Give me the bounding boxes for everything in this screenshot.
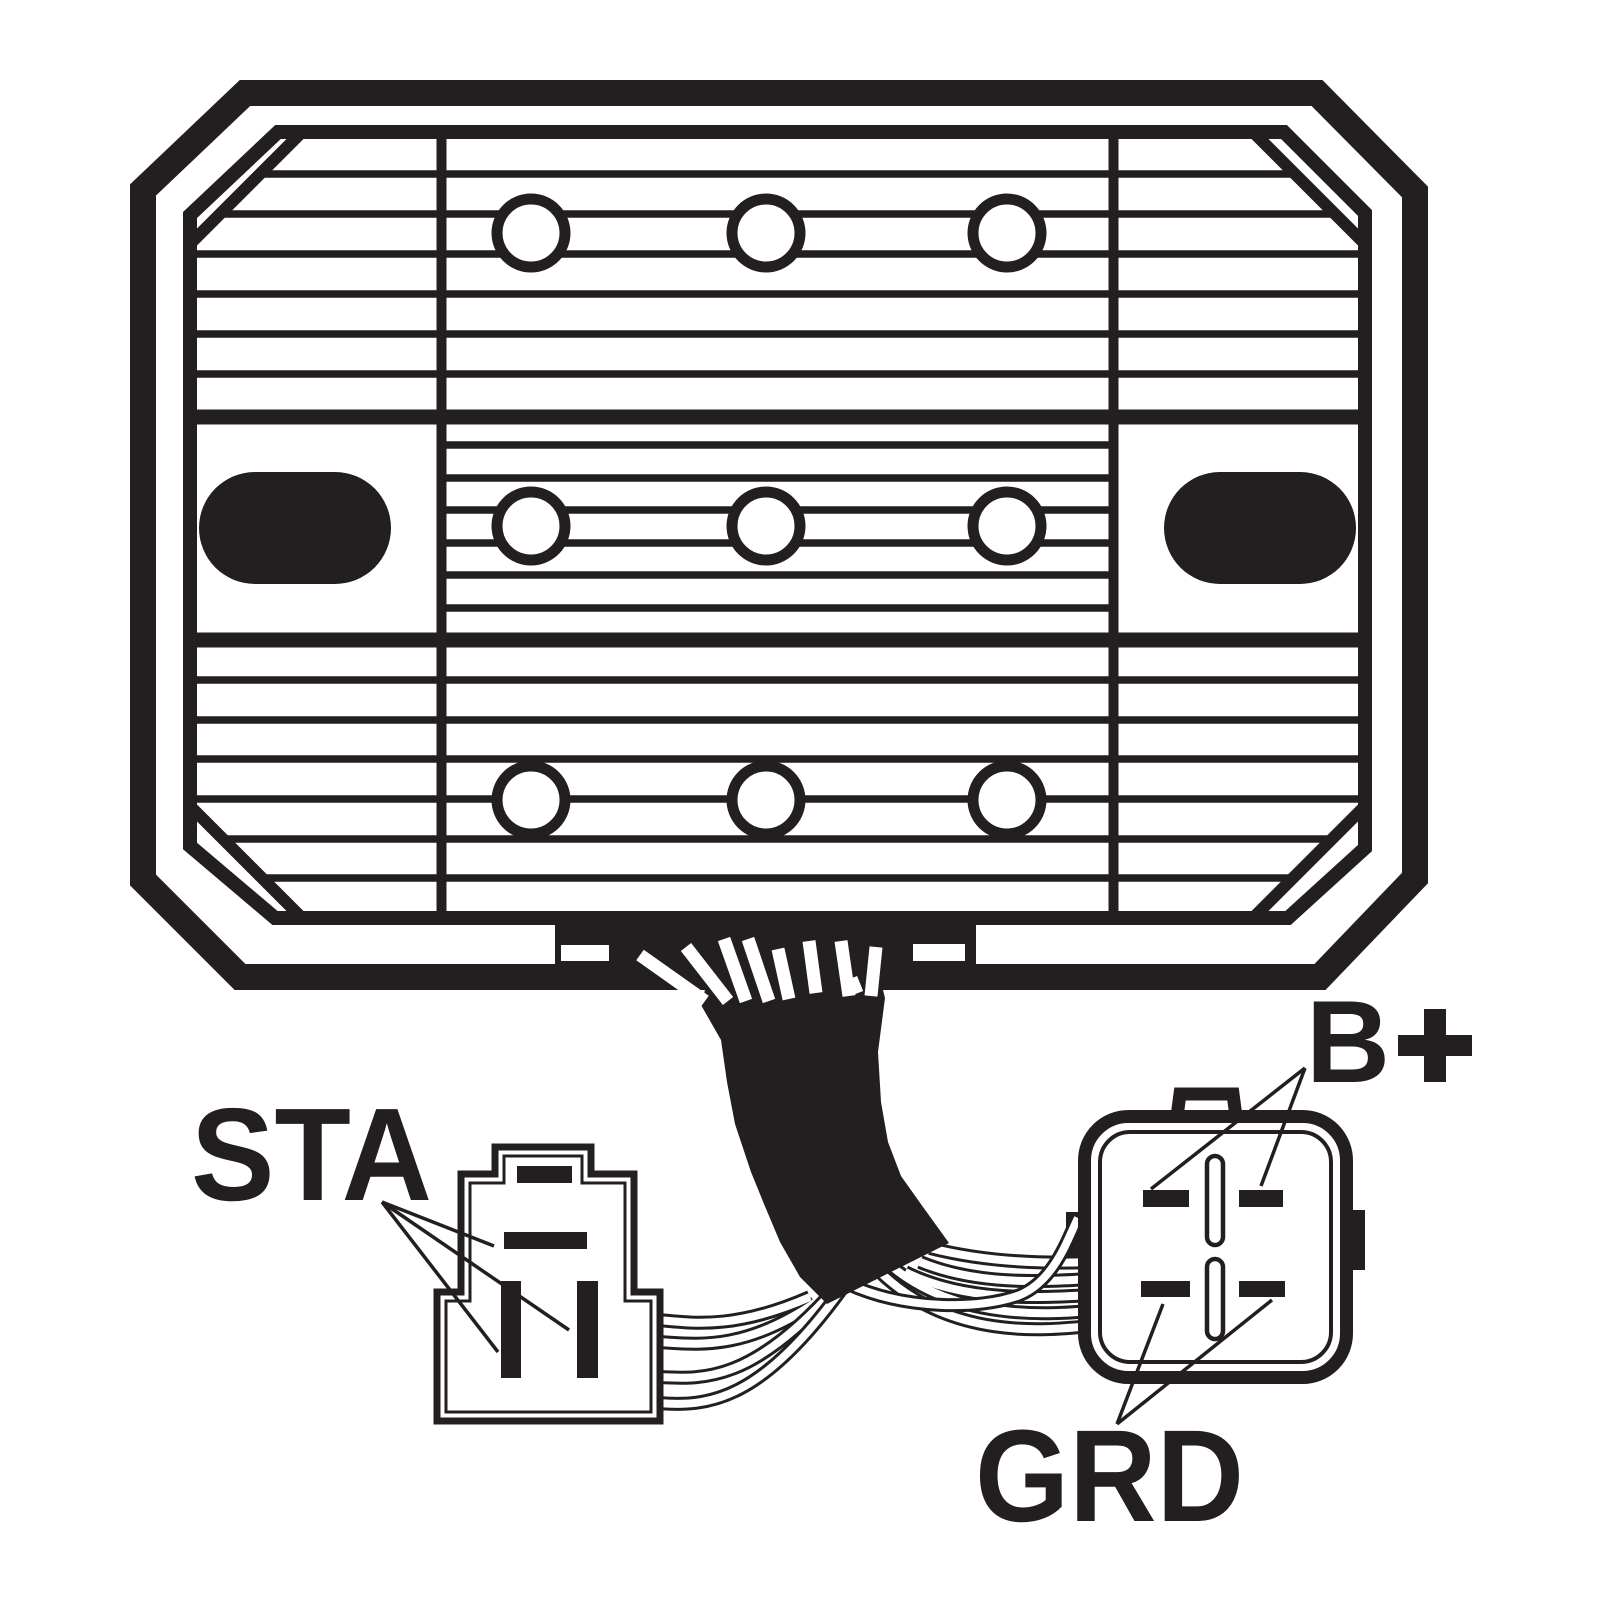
svg-text:GRD: GRD: [975, 1402, 1244, 1549]
svg-text:B: B: [1306, 976, 1390, 1107]
svg-text:STA: STA: [191, 1081, 432, 1228]
